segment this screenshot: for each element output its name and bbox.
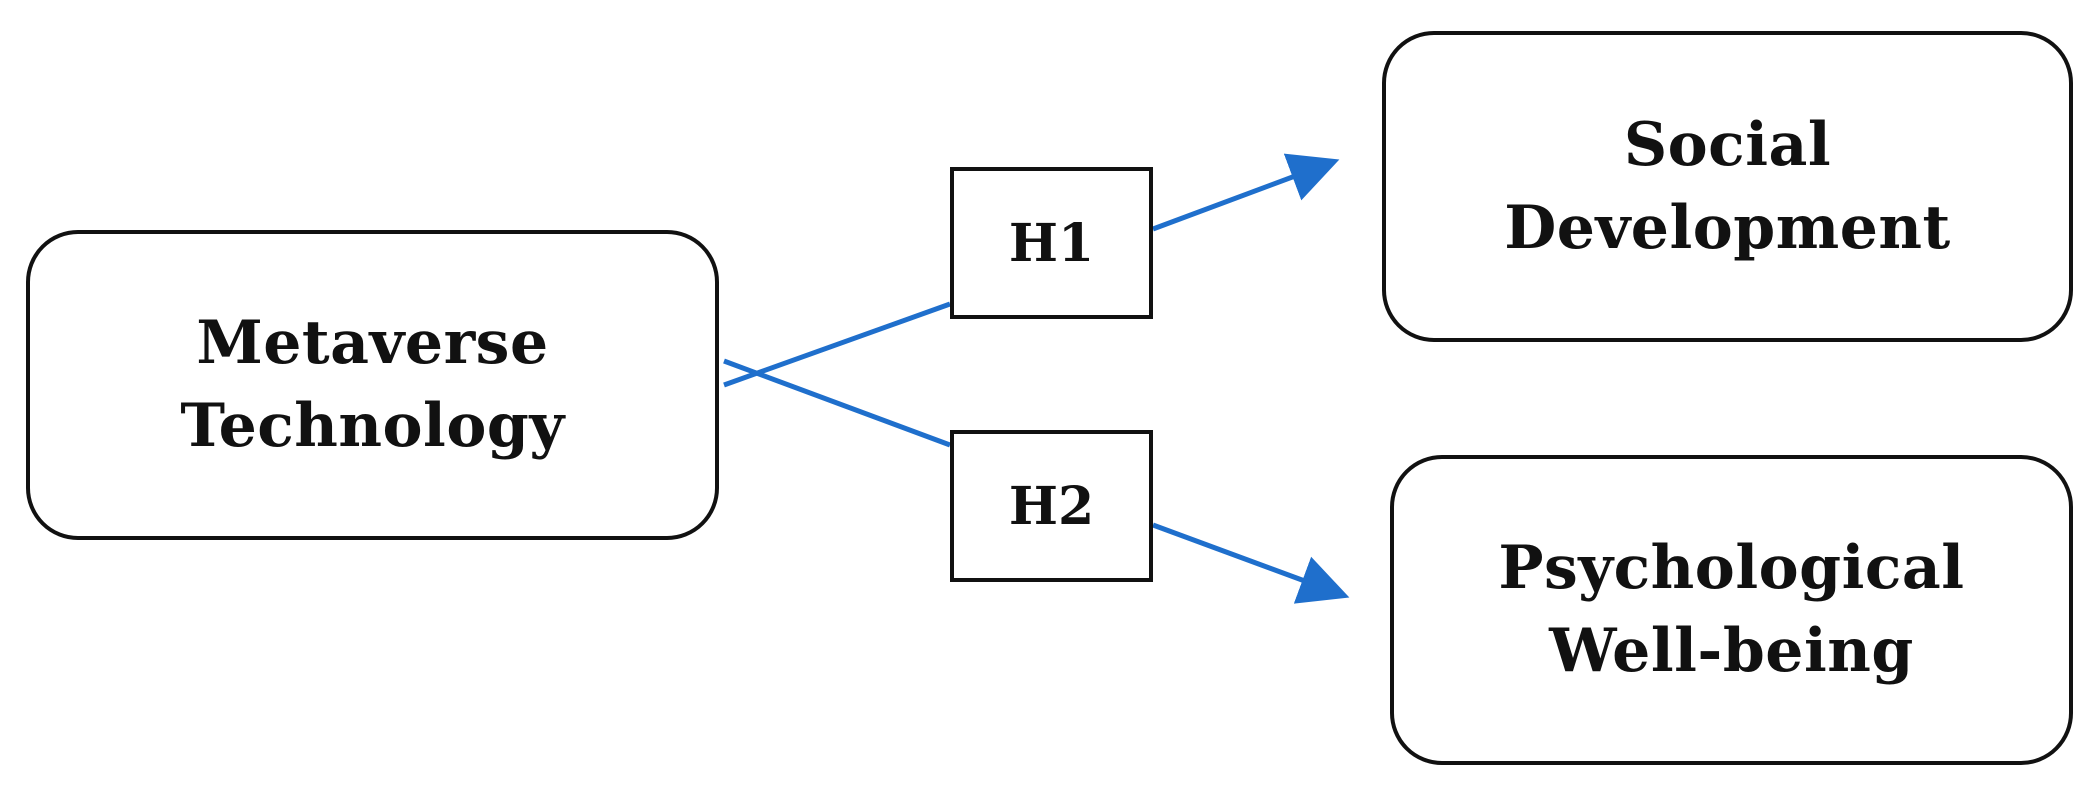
edge-metaverse-to-h2 (723, 358, 951, 448)
hypothesis-label: H1 (1008, 212, 1095, 274)
node-label-line: Development (1504, 192, 1951, 263)
arrow-h1-to-social-development (1152, 153, 1340, 232)
node-label-line: Technology (180, 391, 565, 461)
node-social-development: Social Development (1382, 31, 2073, 342)
node-metaverse-technology: Metaverse Technology (26, 230, 719, 540)
hypothesis-h1-box: H1 (950, 167, 1153, 319)
node-label-line: Social (1623, 109, 1832, 180)
hypothesis-label: H2 (1008, 475, 1095, 537)
node-label-line: Psychological (1498, 533, 1965, 604)
hypothesis-h2-box: H2 (950, 430, 1153, 582)
node-label-line: Well-being (1549, 616, 1914, 686)
arrow-h2-to-psychological-well-being (1152, 522, 1350, 604)
node-label-line: Metaverse (196, 308, 549, 379)
node-psychological-well-being: Psychological Well-being (1390, 455, 2073, 765)
edge-metaverse-to-h1 (723, 301, 951, 388)
